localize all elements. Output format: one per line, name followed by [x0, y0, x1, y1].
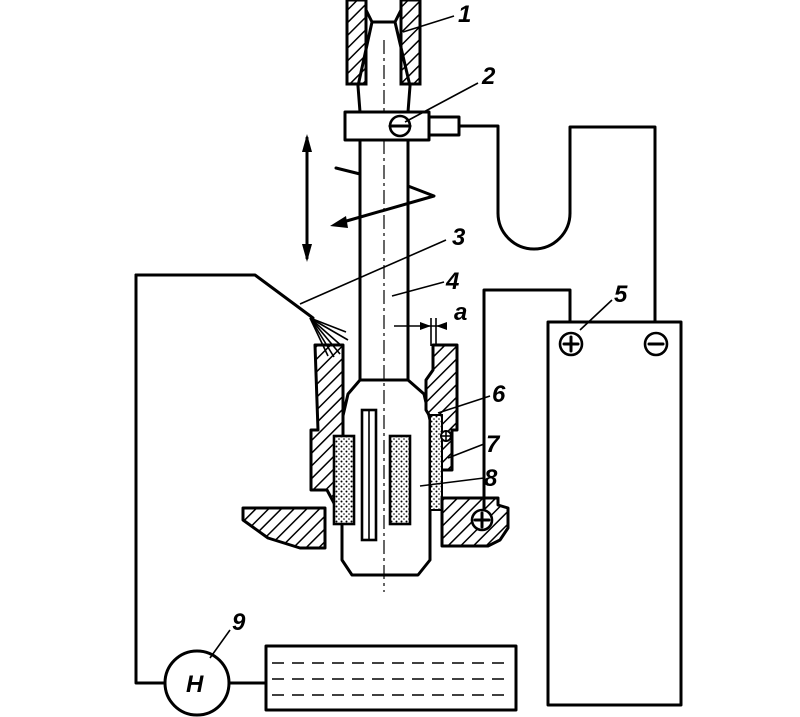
label-2: 2 [481, 63, 496, 90]
feed-arrows [302, 134, 436, 262]
fixture-base [241, 496, 510, 550]
current-collector [343, 110, 461, 142]
spindle-chuck [345, 0, 422, 88]
label-gap-a: a [454, 299, 467, 326]
label-8: 8 [484, 465, 498, 492]
electrolyte-system [134, 273, 518, 717]
label-7: 7 [486, 431, 501, 458]
gap-dimension [394, 318, 447, 346]
label-1: 1 [458, 1, 471, 28]
insulating-insert [332, 434, 412, 526]
label-pump-h: H [186, 671, 204, 698]
dc-power-source [546, 320, 683, 707]
label-9: 9 [232, 609, 246, 636]
electrolyte-nozzle [134, 273, 349, 358]
callout-labels: 1 2 3 4 a 5 6 7 8 9 H [186, 1, 628, 698]
tool-electrode [340, 40, 432, 592]
label-4: 4 [445, 268, 459, 295]
label-6: 6 [492, 381, 506, 408]
label-3: 3 [452, 224, 466, 251]
electrical-wiring [457, 124, 657, 512]
label-5: 5 [614, 281, 628, 308]
leader-lines [209, 15, 613, 659]
